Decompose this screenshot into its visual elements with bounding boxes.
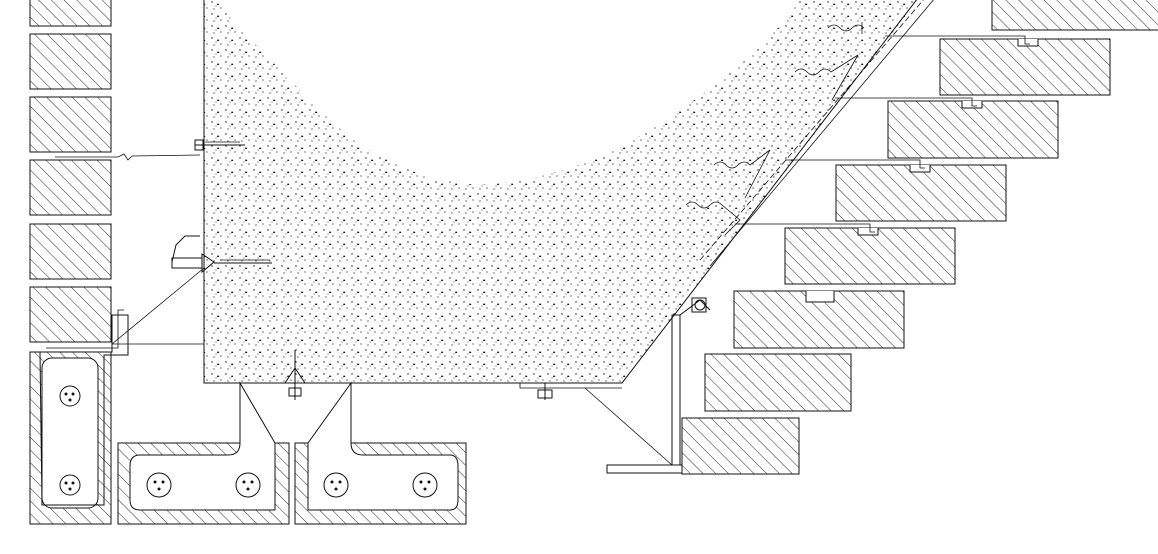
diagonal-strut (584, 387, 673, 466)
concrete-face-dashed (699, 0, 924, 261)
rebar-circle (146, 472, 172, 498)
wavy-ties (685, 22, 865, 236)
bracket-diagonal (111, 267, 205, 345)
base-bolt-left (284, 350, 306, 400)
rebar-circle (59, 385, 81, 407)
step (887, 100, 1059, 159)
step-hangers (735, 35, 1030, 233)
lintel-void (41, 357, 99, 509)
brick (29, 286, 112, 343)
step (784, 227, 956, 285)
anchor-bolt-lower (171, 235, 272, 274)
slab-edge-line (519, 383, 622, 389)
wall-tie (55, 153, 201, 161)
step (835, 164, 1007, 222)
brick (29, 96, 112, 153)
bottom-support-left (117, 381, 290, 525)
brick (29, 33, 112, 90)
step (681, 417, 800, 475)
step (939, 38, 1111, 96)
brick (29, 223, 112, 280)
base-bolt-right (537, 383, 553, 400)
step (991, 0, 1158, 31)
post-bolt (691, 297, 707, 313)
steel-hook-outer (39, 314, 129, 506)
left-brick-column (29, 0, 201, 525)
rebar-circle (323, 472, 349, 498)
concrete-mass (203, 0, 934, 389)
brick (29, 0, 112, 27)
rebar-circle (59, 474, 81, 496)
stair-steps (681, 0, 1158, 475)
step (704, 353, 852, 412)
steel-hook-inner (46, 309, 124, 349)
rebar-circle (412, 472, 438, 498)
bottom-support-right (294, 381, 467, 525)
concrete-top-void (215, 0, 800, 185)
concrete-outline (203, 0, 918, 384)
rebar-circle (235, 472, 261, 498)
brick (29, 159, 112, 216)
anchor-bolt-upper (194, 139, 245, 151)
vertical-post (671, 314, 681, 466)
concrete-face-line (709, 0, 934, 267)
